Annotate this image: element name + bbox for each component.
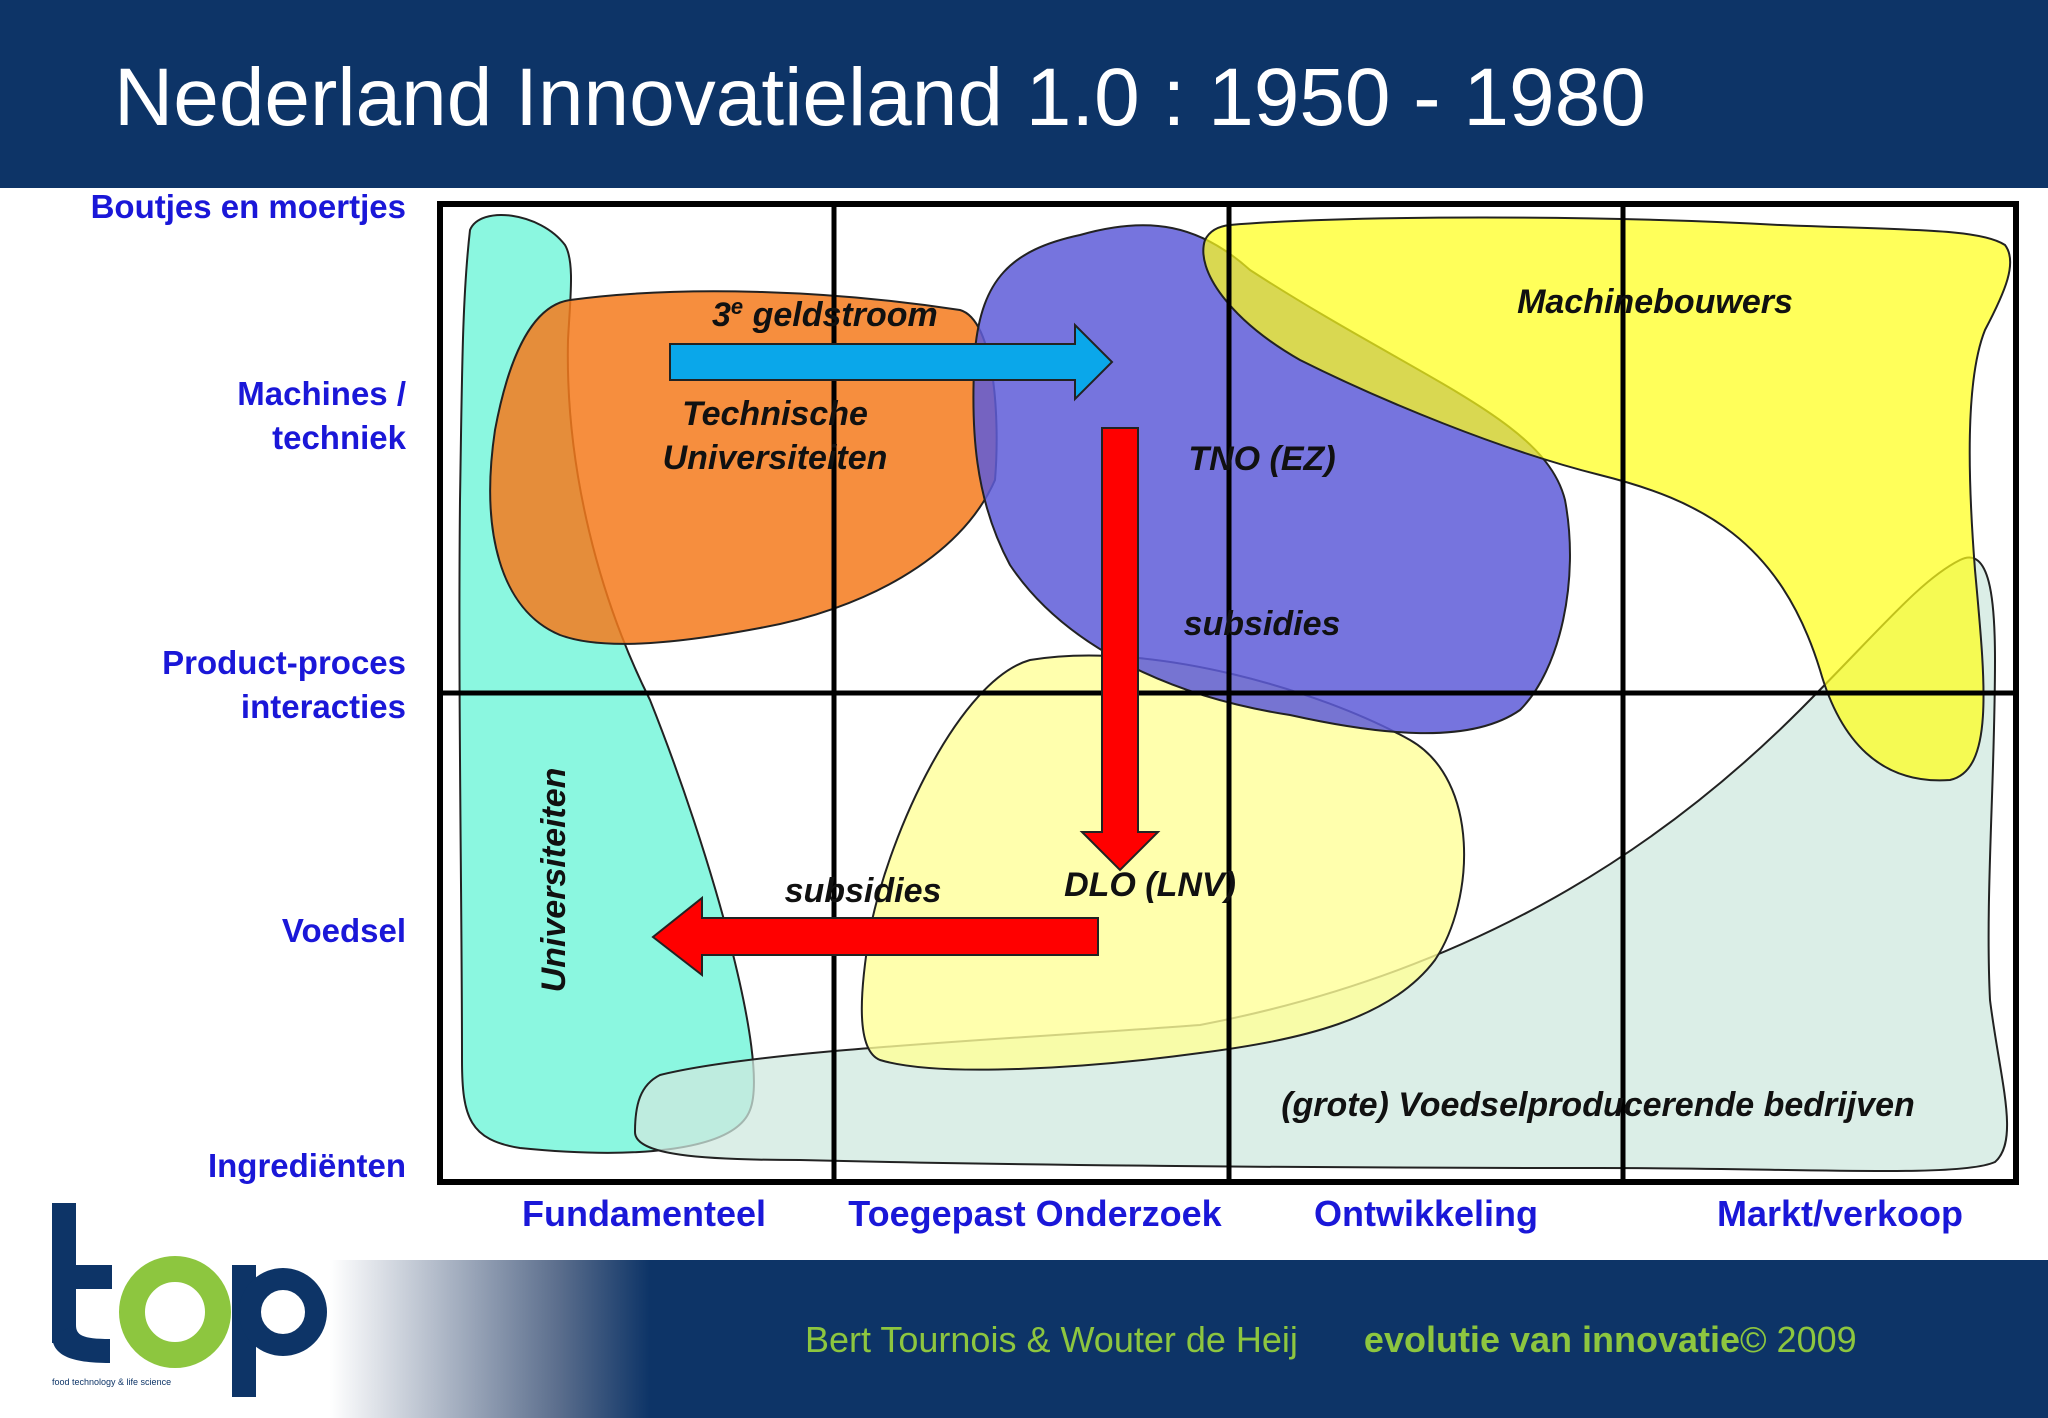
footer-authors: Bert Tournois & Wouter de Heij [805,1319,1298,1360]
footer-work-title: evolutie van innovatie [1363,1319,1741,1360]
logo-letter-p-bowl [239,1268,327,1356]
top-logo: food technology & life science [52,1203,327,1397]
title-bar: Nederland Innovatieland 1.0 : 1950 - 198… [0,0,2048,188]
y-label-machines: Machines / techniek [237,375,406,456]
technische-universiteiten-label-2: Universiteiten [663,439,888,477]
y-label-voedsel: Voedsel [281,912,406,949]
y-label-ingredienten: Ingrediënten [207,1147,406,1184]
geldstroom-arrow [669,322,1114,402]
x-label-fundamenteel: Fundamenteel [521,1193,767,1234]
logo-letter-t-bar [52,1265,112,1289]
tno-label: TNO (EZ) [1188,440,1335,478]
x-label-markt-verkoop: Markt/verkoop [1716,1193,1964,1234]
subsidies-left-arrow [651,895,1099,978]
machinebouwers-label: Machinebouwers [1517,283,1793,321]
region-machinebouwers [1202,216,2012,782]
logo-letter-o [119,1256,231,1368]
footer-copyright: © 2009 [1740,1319,1857,1360]
footer-credits: Bert Tournois & Wouter de Heij evolutie v… [805,1318,1857,1362]
subsidies-down-arrow [1079,427,1161,872]
technische-universiteiten-label-1: Technische [682,395,868,433]
x-label-toegepast-onderzoek: Toegepast Onderzoek [848,1193,1222,1234]
x-label-ontwikkeling: Ontwikkeling [1313,1193,1539,1234]
y-label-boutjes: Boutjes en moertjes [90,188,406,225]
dlo-label: DLO (LNV) [1064,866,1236,904]
universiteiten-label: Universiteiten [535,768,573,993]
geldstroom-label: 3e geldstroom [712,294,938,334]
voedselproducerende-bedrijven-label: (grote) Voedselproducerende bedrijven [1281,1086,1915,1124]
subsidies-left-label: subsidies [785,872,942,910]
y-label-product-proces: Product-proces interacties [162,644,406,725]
logo-letter-t-hook [52,1325,110,1363]
logo-tagline: food technology & life science [52,1377,171,1387]
subsidies-down-label: subsidies [1184,605,1341,643]
footer-bar [0,1260,2048,1418]
slide-title: Nederland Innovatieland 1.0 : 1950 - 198… [114,52,1646,143]
